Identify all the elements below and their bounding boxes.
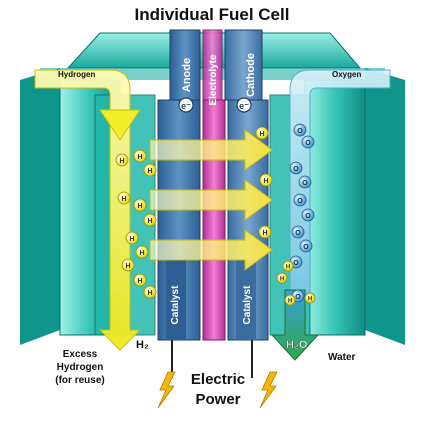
svg-text:H: H — [137, 203, 142, 210]
svg-text:O: O — [295, 230, 301, 237]
lightning-left-icon — [157, 371, 176, 409]
anode-label: Anode — [181, 58, 193, 92]
hydrogen-inflow-arrow — [34, 69, 142, 351]
oxygen-atom: O — [299, 239, 313, 253]
cathode-electron-icon: e⁻ — [236, 97, 252, 113]
svg-text:O: O — [305, 213, 311, 220]
oxygen-atom: O — [293, 123, 307, 137]
svg-text:e⁻: e⁻ — [239, 101, 249, 111]
electrolyte-label: Electrolyte — [208, 54, 219, 106]
hydrogen-atom: H — [117, 191, 131, 205]
hydrogen-atom: H — [258, 225, 272, 239]
diagram-title: Individual Fuel Cell — [135, 5, 290, 24]
ion-flow-arrow — [149, 129, 273, 171]
lightning-right-icon — [259, 371, 278, 409]
hydrogen-label: Hydrogen — [58, 70, 95, 79]
svg-text:H: H — [259, 131, 264, 138]
cathode-label: Cathode — [245, 53, 257, 97]
svg-text:O: O — [293, 260, 299, 267]
svg-text:H: H — [137, 278, 142, 285]
ion-flow-arrow — [149, 179, 273, 221]
hydrogen-atom: H — [255, 126, 269, 140]
oxygen-atom: O — [298, 175, 312, 189]
excess-label-line1: Excess — [63, 349, 98, 360]
svg-text:H: H — [286, 265, 290, 271]
hydrogen-atom: H — [282, 260, 294, 272]
hydrogen-atom: H — [276, 272, 288, 284]
svg-text:O: O — [297, 128, 303, 135]
hydrogen-atom: H — [133, 149, 147, 163]
svg-text:H: H — [139, 250, 144, 257]
svg-text:H: H — [137, 154, 142, 161]
svg-text:O: O — [302, 180, 308, 187]
oxygen-atom: O — [291, 225, 305, 239]
hydrogen-atom: H — [133, 273, 147, 287]
svg-text:O: O — [295, 294, 301, 301]
hydrogen-atom: H — [143, 163, 157, 177]
svg-text:H: H — [119, 158, 124, 165]
ion-flow-arrows — [149, 129, 273, 271]
hydrogen-atom: H — [115, 153, 129, 167]
h2o-label: H₂O — [286, 339, 308, 351]
svg-text:H: H — [262, 230, 267, 237]
hydrogen-atom: H — [133, 198, 147, 212]
svg-text:H: H — [263, 178, 268, 185]
oxygen-atom: O — [289, 161, 303, 175]
hydrogen-atom: H — [125, 231, 139, 245]
hydrogen-atom: H — [143, 285, 157, 299]
svg-text:e⁻: e⁻ — [181, 101, 191, 111]
svg-text:H: H — [147, 290, 152, 297]
hydrogen-atom: H — [259, 173, 273, 187]
svg-text:H: H — [121, 196, 126, 203]
svg-text:O: O — [303, 244, 309, 251]
hydrogen-atom: H — [135, 245, 149, 259]
oxygen-atom: O — [301, 208, 315, 222]
h2-label: H₂ — [136, 339, 149, 351]
hydrogen-atom: H — [143, 213, 157, 227]
catalyst-left-label: Catalyst — [170, 285, 181, 325]
svg-text:H: H — [147, 218, 152, 225]
svg-text:H: H — [280, 277, 284, 283]
oxygen-atom: O — [293, 193, 307, 207]
svg-text:O: O — [293, 166, 299, 173]
excess-label-line3: (for reuse) — [55, 375, 104, 386]
svg-text:H: H — [308, 297, 312, 303]
power-label: Power — [195, 391, 240, 408]
oxygen-label: Oxygen — [332, 70, 361, 79]
water-label: Water — [328, 352, 356, 363]
electric-label: Electric — [191, 371, 245, 388]
svg-text:O: O — [305, 140, 311, 147]
svg-text:H: H — [147, 168, 152, 175]
svg-text:H: H — [129, 236, 134, 243]
anode-electron-icon: e⁻ — [178, 97, 194, 113]
ion-flow-arrow — [149, 229, 273, 271]
catalyst-right-label: Catalyst — [242, 285, 253, 325]
hydrogen-atom: H — [284, 294, 296, 306]
hydrogen-atom: H — [121, 258, 135, 272]
svg-text:H: H — [125, 263, 130, 270]
oxygen-atom: O — [301, 135, 315, 149]
hydrogen-atom: H — [304, 292, 316, 304]
svg-text:O: O — [297, 198, 303, 205]
excess-label-line2: Hydrogen — [57, 362, 104, 373]
svg-text:H: H — [288, 299, 292, 305]
